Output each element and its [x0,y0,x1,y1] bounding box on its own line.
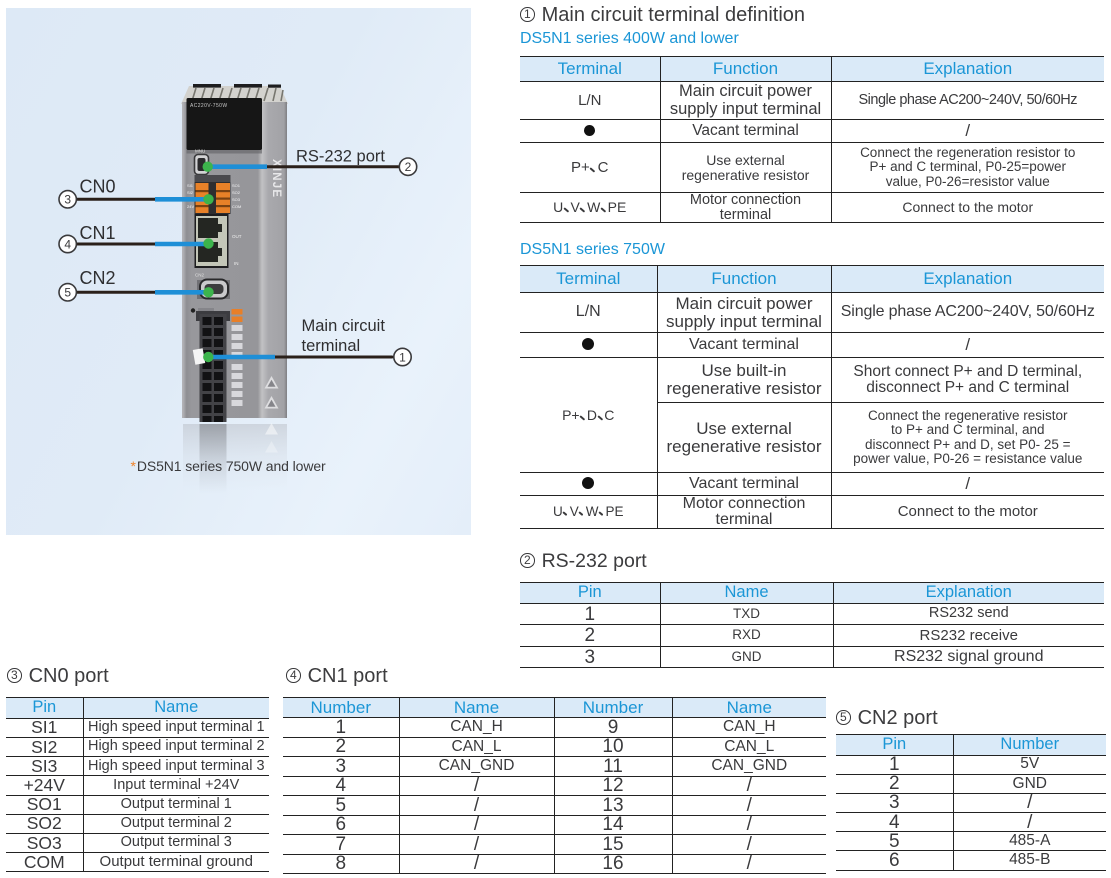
svg-text:CN2: CN2 [80,268,116,288]
svg-text:1: 1 [399,350,406,364]
svg-text:Main circuit: Main circuit [302,317,386,335]
svg-text:terminal: terminal [302,337,361,355]
svg-text:SO1: SO1 [232,183,241,188]
svg-text:CN0: CN0 [80,176,116,196]
svg-text:IN: IN [234,261,239,266]
svg-text:SO2: SO2 [232,190,241,195]
svg-text:5: 5 [64,286,71,300]
svg-text:SO3: SO3 [232,197,241,202]
svg-text:MNU: MNU [195,149,205,154]
svg-text:24V: 24V [187,204,194,209]
svg-text:CN1: CN1 [80,223,116,243]
svg-text:COM: COM [232,204,241,209]
svg-text:4: 4 [64,237,71,251]
svg-text:*DS5N1 series 750W and lower: *DS5N1 series 750W and lower [131,458,327,474]
svg-text:XINJE: XINJE [270,159,282,198]
svg-text:SI1: SI1 [187,183,194,188]
svg-text:3: 3 [64,193,71,207]
svg-text:CN2: CN2 [195,273,204,278]
svg-text:2: 2 [405,160,412,174]
svg-text:AC220V-750W: AC220V-750W [190,103,227,109]
svg-text:SI2: SI2 [187,190,194,195]
svg-text:RS-232 port: RS-232 port [296,148,385,166]
svg-text:OUT: OUT [232,234,242,239]
